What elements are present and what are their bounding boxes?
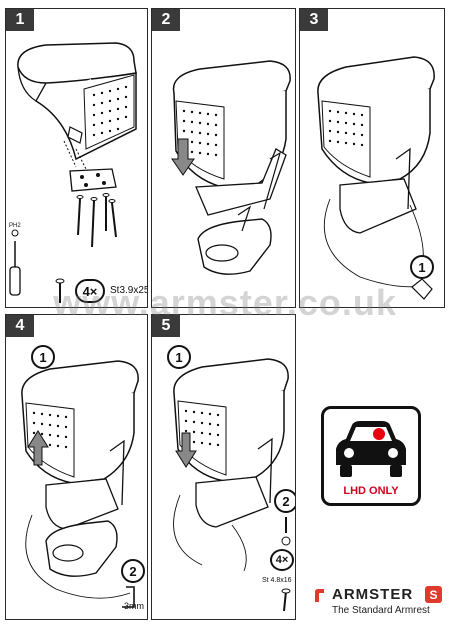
step-2-panel: 2 (151, 8, 296, 308)
tool-label: PH2 (9, 223, 21, 229)
hex-key-size-label: 3mm (124, 601, 144, 611)
step-5-panel: 5 1 2 4× St 4.8x16 (151, 314, 296, 620)
callout-1: 1 (410, 255, 434, 279)
step-3-panel: 3 1 (299, 8, 445, 308)
brand-mark-icon (315, 589, 324, 602)
quantity-callout: 4× (270, 549, 294, 571)
screw-spec-label: St 4.8x16 (262, 577, 292, 584)
quantity-label: 4× (82, 283, 98, 299)
quantity-label: 4× (275, 554, 289, 566)
armrest-exploded-illustration (9, 42, 137, 303)
step-1-panel: 1 (5, 8, 148, 308)
armrest-remove-cover-illustration (171, 60, 291, 275)
step-number-badge: 2 (152, 9, 180, 31)
armster-brand-logo: ARMSTER S The Standard Armrest (310, 584, 445, 620)
website-watermark: www.armster.co.uk (53, 282, 397, 323)
lhd-only-badge: LHD ONLY (321, 406, 421, 506)
callout-2: 2 (274, 489, 295, 513)
brand-name: ARMSTER (332, 586, 414, 603)
step-4-panel: 4 1 2 3mm (5, 314, 148, 620)
step-number-badge: 4 (6, 315, 34, 337)
screw-spec-label: St3.9x25 (110, 285, 148, 296)
armrest-hinge-detail-illustration (317, 56, 435, 300)
callout-2: 2 (121, 559, 145, 583)
lhd-only-label: LHD ONLY (343, 485, 399, 497)
quantity-callout: 4× (75, 279, 105, 303)
car-icon (336, 421, 406, 477)
brand-s-badge: S (425, 586, 442, 603)
armrest-install-base-illustration (21, 360, 139, 608)
step-number-badge: 1 (6, 9, 34, 31)
armrest-final-mount-illustration (173, 358, 291, 612)
brand-tagline: The Standard Armrest (332, 605, 430, 616)
callout-1: 1 (31, 345, 55, 369)
step-number-badge: 5 (152, 315, 180, 337)
callout-1: 1 (167, 345, 191, 369)
step-number-badge: 3 (300, 9, 328, 31)
